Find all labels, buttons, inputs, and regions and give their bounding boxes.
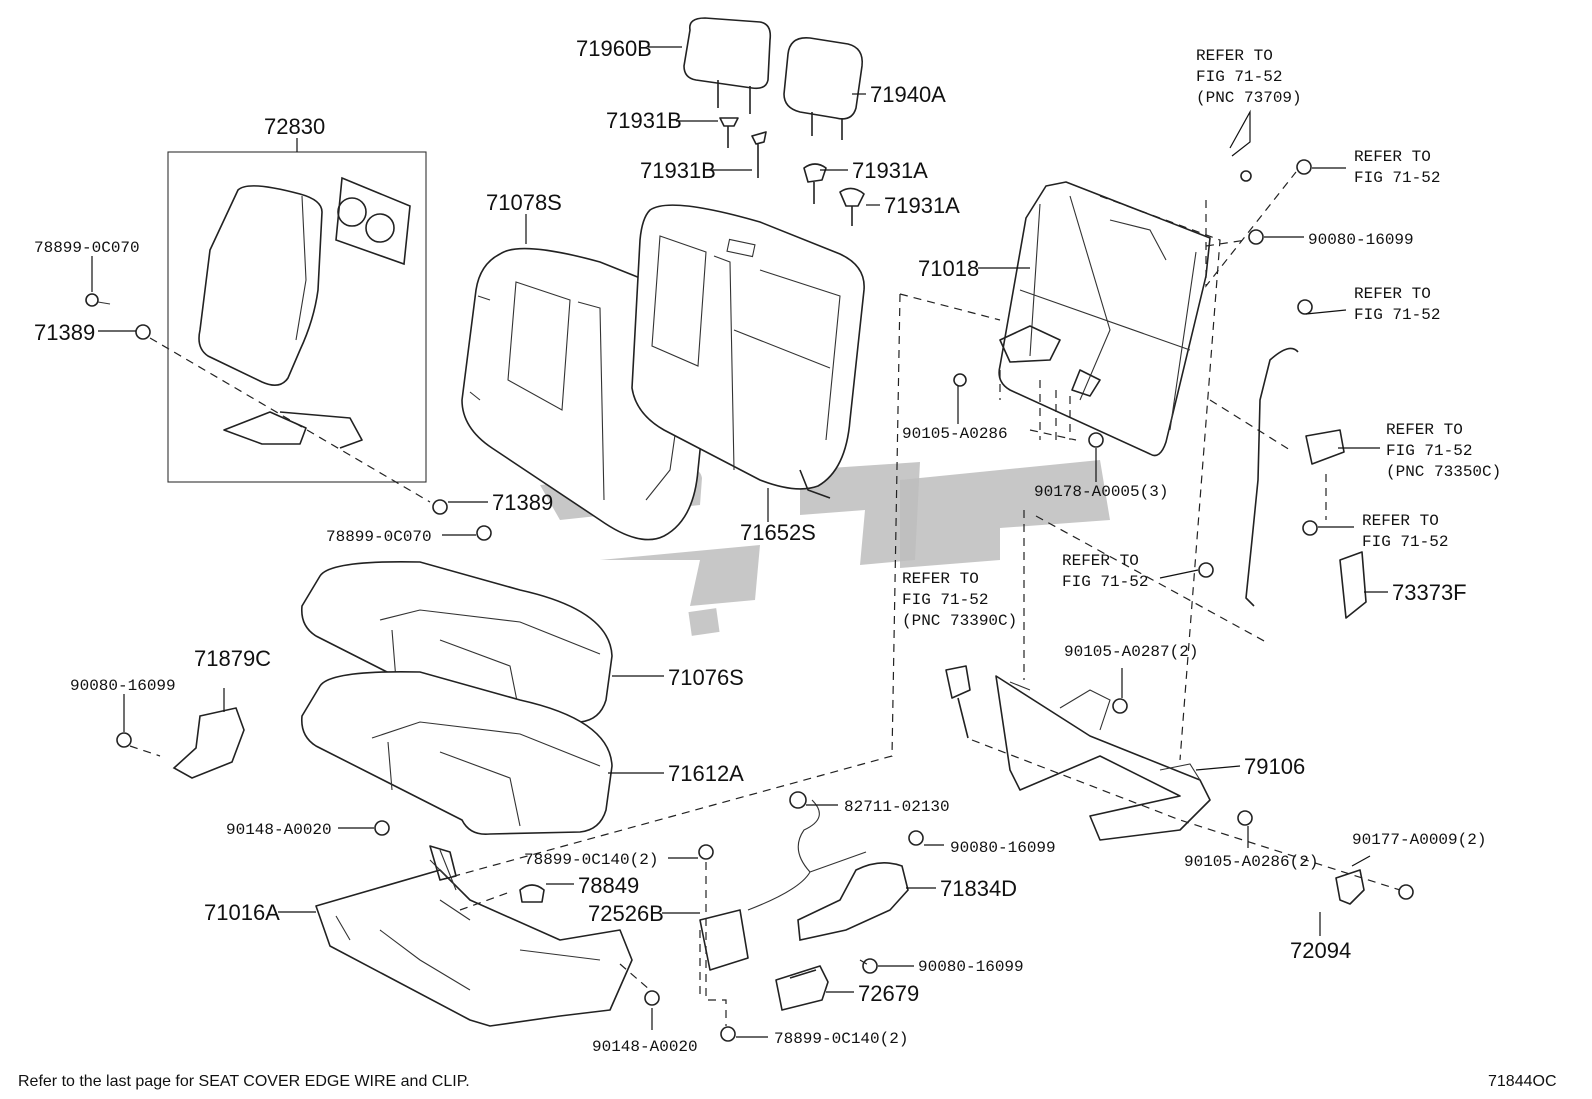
- label-71389-a[interactable]: 71389: [34, 320, 95, 345]
- refer-note-73709[interactable]: REFER TO FIG 71-52 (PNC 73709): [1196, 47, 1302, 107]
- label-90105-a0286[interactable]: 90105-A0286: [902, 425, 1008, 443]
- label-71652s[interactable]: 71652S: [740, 520, 816, 545]
- refer-note-line: REFER TO: [1354, 285, 1431, 303]
- label-71931b-a[interactable]: 71931B: [606, 108, 682, 133]
- bracket-72679[interactable]: [775, 965, 829, 1011]
- refer-note-top-right[interactable]: REFER TO FIG 71-52: [1354, 148, 1440, 187]
- label-90105-a0287[interactable]: 90105-A0287(2): [1064, 643, 1198, 661]
- label-78899-0c070-b[interactable]: 78899-0C070: [326, 528, 432, 546]
- pad-78849[interactable]: [519, 884, 545, 903]
- refer-note-center[interactable]: REFER TO FIG 71-52: [1062, 552, 1148, 591]
- label-78899-0c070-a[interactable]: 78899-0C070: [34, 239, 140, 257]
- armrest-72830[interactable]: [198, 176, 411, 449]
- side-shield-71879c[interactable]: [172, 707, 245, 779]
- refer-note-line: (PNC 73390C): [902, 612, 1017, 630]
- label-71612a[interactable]: 71612A: [668, 761, 744, 786]
- trim-cover-71834d[interactable]: [797, 862, 909, 941]
- refer-note-line: REFER TO: [1196, 47, 1273, 65]
- refer-note-73350c[interactable]: REFER TO FIG 71-52 (PNC 73350C): [1386, 421, 1501, 481]
- label-82711-02130[interactable]: 82711-02130: [844, 798, 950, 816]
- label-73373f[interactable]: 73373F: [1392, 580, 1467, 605]
- label-90080-16099-a[interactable]: 90080-16099: [1308, 231, 1414, 249]
- refer-note-line: FIG 71-52: [1062, 573, 1148, 591]
- headrest-71940a[interactable]: [783, 37, 864, 140]
- part-labels: 71960B 71940A 71931B 71931B 71931A 71931…: [34, 36, 1486, 1056]
- refer-note-line: FIG 71-52: [1362, 533, 1448, 551]
- dashed-guides: [129, 171, 1401, 1026]
- refer-notes: REFER TO FIG 71-52 (PNC 73709) REFER TO …: [902, 47, 1501, 630]
- headrest-guide-71931a-b[interactable]: [839, 187, 865, 226]
- label-71931a-a[interactable]: 71931A: [852, 158, 928, 183]
- label-71879c[interactable]: 71879C: [194, 646, 271, 671]
- label-71960b[interactable]: 71960B: [576, 36, 652, 61]
- footnote: Refer to the last page for SEAT COVER ED…: [18, 1073, 470, 1090]
- label-71834d[interactable]: 71834D: [940, 876, 1017, 901]
- label-71078s[interactable]: 71078S: [486, 190, 562, 215]
- refer-note-line: REFER TO: [1062, 552, 1139, 570]
- refer-note-line: (PNC 73709): [1196, 89, 1302, 107]
- refer-note-line: FIG 71-52: [1354, 169, 1440, 187]
- refer-note-belt-anchor[interactable]: REFER TO FIG 71-52: [1362, 512, 1448, 551]
- armrest-assembly-box: [167, 138, 427, 483]
- label-90177-a0009[interactable]: 90177-A0009(2): [1352, 831, 1486, 849]
- cushion-frame-71016a[interactable]: [315, 845, 633, 1027]
- seat-cushion-pad-71612a[interactable]: [300, 670, 613, 836]
- label-90080-16099-d[interactable]: 90080-16099: [918, 958, 1024, 976]
- label-71016a[interactable]: 71016A: [204, 900, 280, 925]
- refer-note-line: REFER TO: [1386, 421, 1463, 439]
- label-90080-16099-b[interactable]: 90080-16099: [70, 677, 176, 695]
- label-71931b-b[interactable]: 71931B: [640, 158, 716, 183]
- refer-note-line: FIG 71-52: [1386, 442, 1472, 460]
- headrest-guide-71931b-b[interactable]: [751, 131, 767, 178]
- label-78899-0c140-b[interactable]: 78899-0C140(2): [774, 1030, 908, 1048]
- refer-note-line: FIG 71-52: [1196, 68, 1282, 86]
- hinge-72094[interactable]: [1335, 869, 1365, 905]
- label-90105-a0286-2[interactable]: 90105-A0286(2): [1184, 853, 1318, 871]
- label-90080-16099-c[interactable]: 90080-16099: [950, 839, 1056, 857]
- refer-note-73390c[interactable]: REFER TO FIG 71-52 (PNC 73390C): [902, 570, 1017, 630]
- refer-note-line: REFER TO: [902, 570, 979, 588]
- label-71389-b[interactable]: 71389: [492, 490, 553, 515]
- fasteners: [85, 159, 1414, 1042]
- label-71940a[interactable]: 71940A: [870, 82, 946, 107]
- label-72830[interactable]: 72830: [264, 114, 325, 139]
- label-90148-a0020-b[interactable]: 90148-A0020: [592, 1038, 698, 1056]
- refer-note-line: REFER TO: [1362, 512, 1439, 530]
- figure-code: 71844OC: [1488, 1073, 1557, 1090]
- refer-note-line: REFER TO: [1354, 148, 1431, 166]
- refer-note-line: (PNC 73350C): [1386, 463, 1501, 481]
- label-71018[interactable]: 71018: [918, 256, 979, 281]
- label-72094[interactable]: 72094: [1290, 938, 1351, 963]
- label-78849[interactable]: 78849: [578, 873, 639, 898]
- label-79106[interactable]: 79106: [1244, 754, 1305, 779]
- label-72526b[interactable]: 72526B: [588, 901, 664, 926]
- seatbelt-73373f[interactable]: [1245, 347, 1367, 619]
- label-90148-a0020-a[interactable]: 90148-A0020: [226, 821, 332, 839]
- refer-note-belt-top[interactable]: REFER TO FIG 71-52: [1354, 285, 1440, 324]
- seat-cushion-cover-71076s[interactable]: [300, 560, 613, 726]
- headrest-71960b[interactable]: [683, 17, 772, 114]
- headrest-guide-71931b-a[interactable]: [719, 117, 739, 148]
- seat-track-79106[interactable]: [995, 675, 1211, 841]
- label-78899-0c140-a[interactable]: 78899-0C140(2): [524, 851, 658, 869]
- refer-note-line: FIG 71-52: [902, 591, 988, 609]
- headrest-guide-71931a-a[interactable]: [803, 163, 827, 204]
- buckle-refer-73390c[interactable]: [945, 665, 971, 739]
- label-90178-a0005[interactable]: 90178-A0005(3): [1034, 483, 1168, 501]
- label-72679[interactable]: 72679: [858, 981, 919, 1006]
- seatback-cover-71652s[interactable]: [631, 204, 865, 499]
- leader-lines: [91, 46, 1388, 1038]
- seatback-frame-71018[interactable]: [998, 181, 1211, 457]
- wire-harness-72526b[interactable]: [699, 791, 867, 971]
- refer-note-line: FIG 71-52: [1354, 306, 1440, 324]
- label-71076s[interactable]: 71076S: [668, 665, 744, 690]
- label-71931a-b[interactable]: 71931A: [884, 193, 960, 218]
